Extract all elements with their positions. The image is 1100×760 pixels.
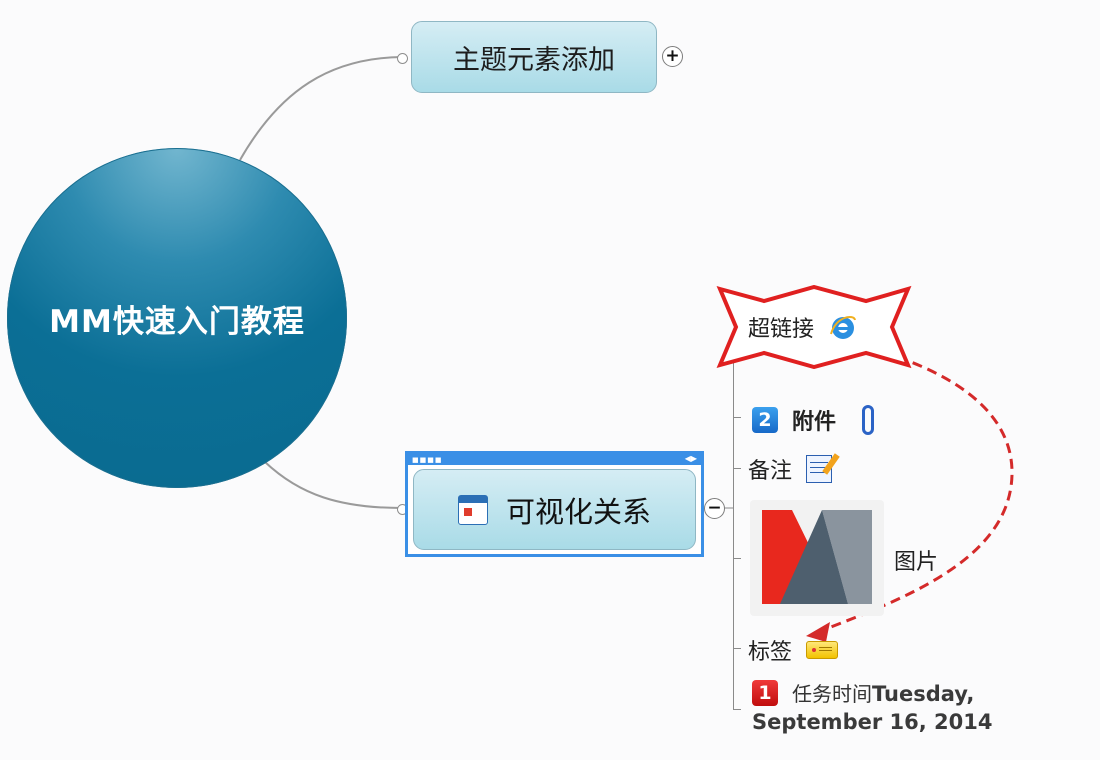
subtopic-label: 超链接 [748,317,815,342]
topic-label: 主题元素添加 [453,44,615,76]
topic-add-elements[interactable]: 主题元素添加 [411,21,657,93]
branch-tick [733,709,741,710]
note-pencil-icon[interactable] [806,455,833,483]
drag-handle-icon[interactable]: ■■■■ [412,456,443,464]
branch-tick [733,417,741,418]
selection-handle-bar[interactable]: ■■■■ ◀▶ [408,454,701,465]
subtopic-label: 附件 [792,410,837,435]
subtopic-tag[interactable]: 标签 [748,634,839,666]
subtopic-attachment[interactable]: 2 附件 [752,404,875,436]
resize-arrows-icon[interactable]: ◀▶ [684,454,697,463]
subtopic-task-time[interactable]: 1 任务时间Tuesday, September 16, 2014 [752,680,992,736]
selected-topic-frame[interactable]: ■■■■ ◀▶ 可视化关系 [405,451,704,557]
subtopic-hyperlink[interactable]: 超链接 [748,311,858,343]
topic-visual-relationship[interactable]: 可视化关系 [413,469,696,550]
tag-icon[interactable] [806,641,839,659]
task-date-line1: Tuesday, [872,682,975,706]
starburst-boundary[interactable] [716,285,912,369]
subtopic-label: 图片 [894,550,939,575]
central-topic-label: MM快速入门教程 [49,303,305,340]
branch-tick [733,648,741,649]
task-time-text: 任务时间Tuesday, September 16, 2014 [752,680,992,736]
subtopic-branch-line [733,355,734,710]
mindmanager-logo-image[interactable] [750,500,884,616]
branch-tick [733,468,741,469]
topic-label: 可视化关系 [505,494,651,529]
internet-explorer-icon[interactable] [828,312,858,342]
subtopic-picture[interactable]: 图片 [894,544,938,576]
task-date-line2: September 16, 2014 [752,710,993,734]
subtopic-label: 任务时间 [792,682,872,706]
priority-1-icon: 1 [752,680,778,706]
central-topic[interactable]: MM快速入门教程 [7,148,347,488]
calendar-icon [457,494,488,525]
branch-tick [733,558,741,559]
subtopic-label: 标签 [748,640,793,665]
expand-button[interactable]: + [662,46,683,67]
paperclip-icon[interactable] [862,405,875,435]
subtopic-note[interactable]: 备注 [748,453,833,485]
collapse-button[interactable]: − [704,498,725,519]
subtopic-label: 备注 [748,459,793,484]
topic-connector-dot [397,53,408,64]
priority-2-icon: 2 [752,407,778,433]
